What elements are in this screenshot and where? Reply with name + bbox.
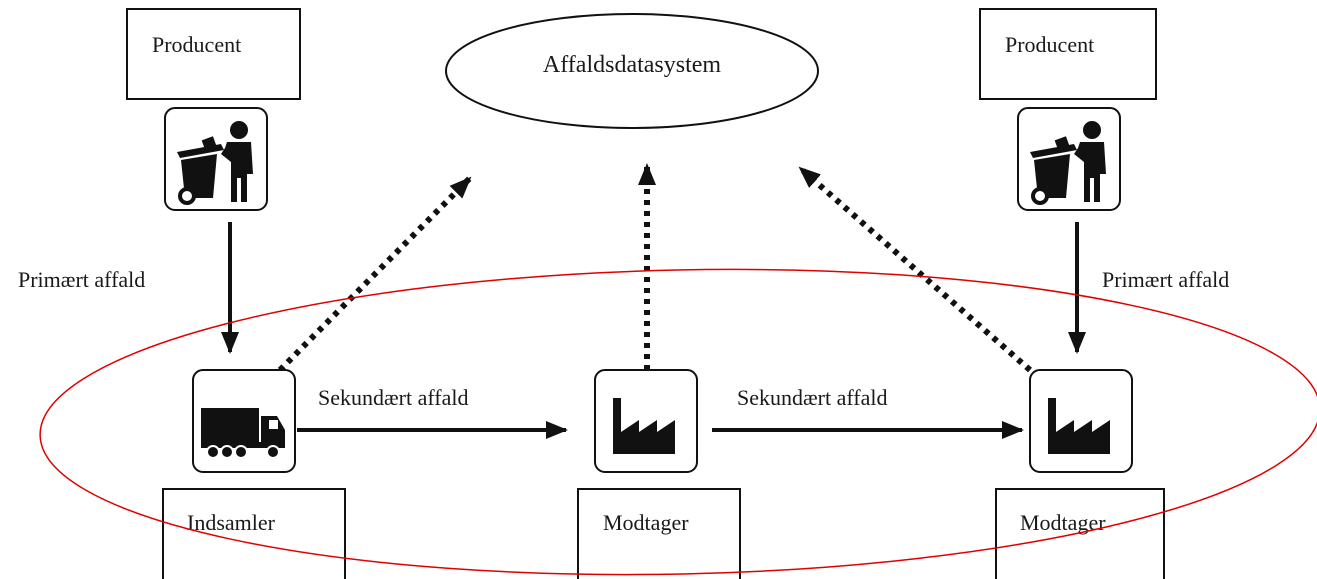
report-arrow-receiver-2 — [798, 165, 1032, 373]
producer-right-label: Producent — [1005, 32, 1094, 57]
collector-box: Indsamler — [162, 488, 346, 579]
receiver-2-label: Modtager — [1020, 510, 1106, 535]
receiver-2-node — [1029, 369, 1133, 473]
receiver-1-label: Modtager — [603, 510, 689, 535]
producer-right-icon — [1017, 107, 1121, 211]
receiver-1-node — [594, 369, 698, 473]
primary-left-label: Primært affald — [18, 267, 145, 292]
receiver-1-box: Modtager — [577, 488, 741, 579]
highlight-ellipse — [39, 268, 1317, 576]
collector-label: Indsamler — [187, 510, 276, 535]
system-label: Affaldsdatasystem — [543, 52, 722, 78]
factory-icon — [613, 398, 675, 454]
factory-icon — [1048, 398, 1110, 454]
collector-node — [192, 369, 296, 473]
producer-left-icon — [164, 107, 268, 211]
secondary-label-1: Sekundært affald — [318, 385, 469, 410]
primary-right-label: Primært affald — [1102, 267, 1229, 292]
producer-right-box: Producent — [979, 8, 1157, 100]
secondary-label-2: Sekundært affald — [737, 385, 888, 410]
report-arrow-collector — [277, 175, 473, 373]
producer-left-label: Producent — [152, 32, 241, 57]
producer-left-box: Producent — [126, 8, 301, 100]
system-node: Affaldsdatasystem — [445, 13, 819, 129]
truck-icon — [201, 408, 285, 459]
receiver-2-box: Modtager — [995, 488, 1165, 579]
